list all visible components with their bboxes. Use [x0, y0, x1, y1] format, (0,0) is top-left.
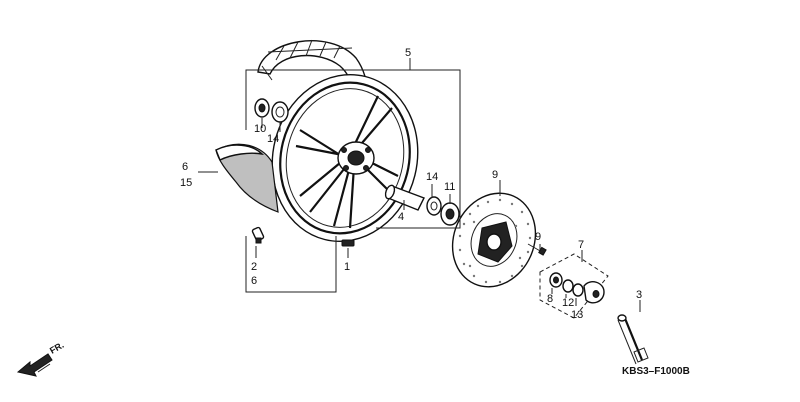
brake-disc [451, 192, 537, 288]
gearbox-parts [549, 272, 605, 304]
callout-9-b: 13 [571, 309, 583, 321]
fr-label: FR. [48, 340, 66, 356]
balance-weight [341, 239, 355, 247]
callout-13: 11 [444, 181, 455, 193]
callout-8: 8 [547, 293, 553, 305]
front-direction-indicator: FR. [16, 340, 66, 377]
callout-9-a: 12 [562, 297, 574, 309]
front-axle [617, 314, 649, 365]
leader-lines [198, 58, 641, 312]
callout-1: 1 [344, 261, 350, 273]
dust-seal-13 [440, 202, 460, 226]
distance-collar [384, 184, 425, 211]
fender-part [215, 143, 279, 213]
figure-code: KBS3–F1000B [622, 366, 690, 377]
spoke [299, 157, 349, 213]
wheel-rim [271, 73, 419, 243]
callouts: 5 10 14 6 15 2 6 1 4 14 11 9 9 7 8 12 13… [180, 47, 642, 321]
callout-12: 10 [254, 123, 266, 135]
callout-10: 9 [492, 169, 498, 181]
seal-12 [254, 98, 270, 118]
callout-2: 2 [251, 261, 257, 273]
bearing-14-right [426, 196, 442, 216]
callout-14-left: 14 [267, 133, 279, 145]
disc-holes [458, 198, 532, 284]
callout-14-right: 14 [426, 171, 438, 183]
callout-6-bottom: 6 [251, 275, 257, 287]
callout-3: 3 [636, 289, 642, 301]
callout-7: 7 [578, 239, 584, 251]
arrow-icon [16, 353, 53, 377]
callout-4: 4 [398, 211, 404, 223]
callout-11: 9 [535, 231, 541, 243]
callout-6-top: 6 [182, 161, 188, 173]
bearing-14-left [271, 101, 289, 123]
valve-stem [251, 226, 265, 244]
callout-5: 5 [405, 47, 411, 59]
spoke [332, 165, 356, 229]
callout-15: 15 [180, 177, 192, 189]
